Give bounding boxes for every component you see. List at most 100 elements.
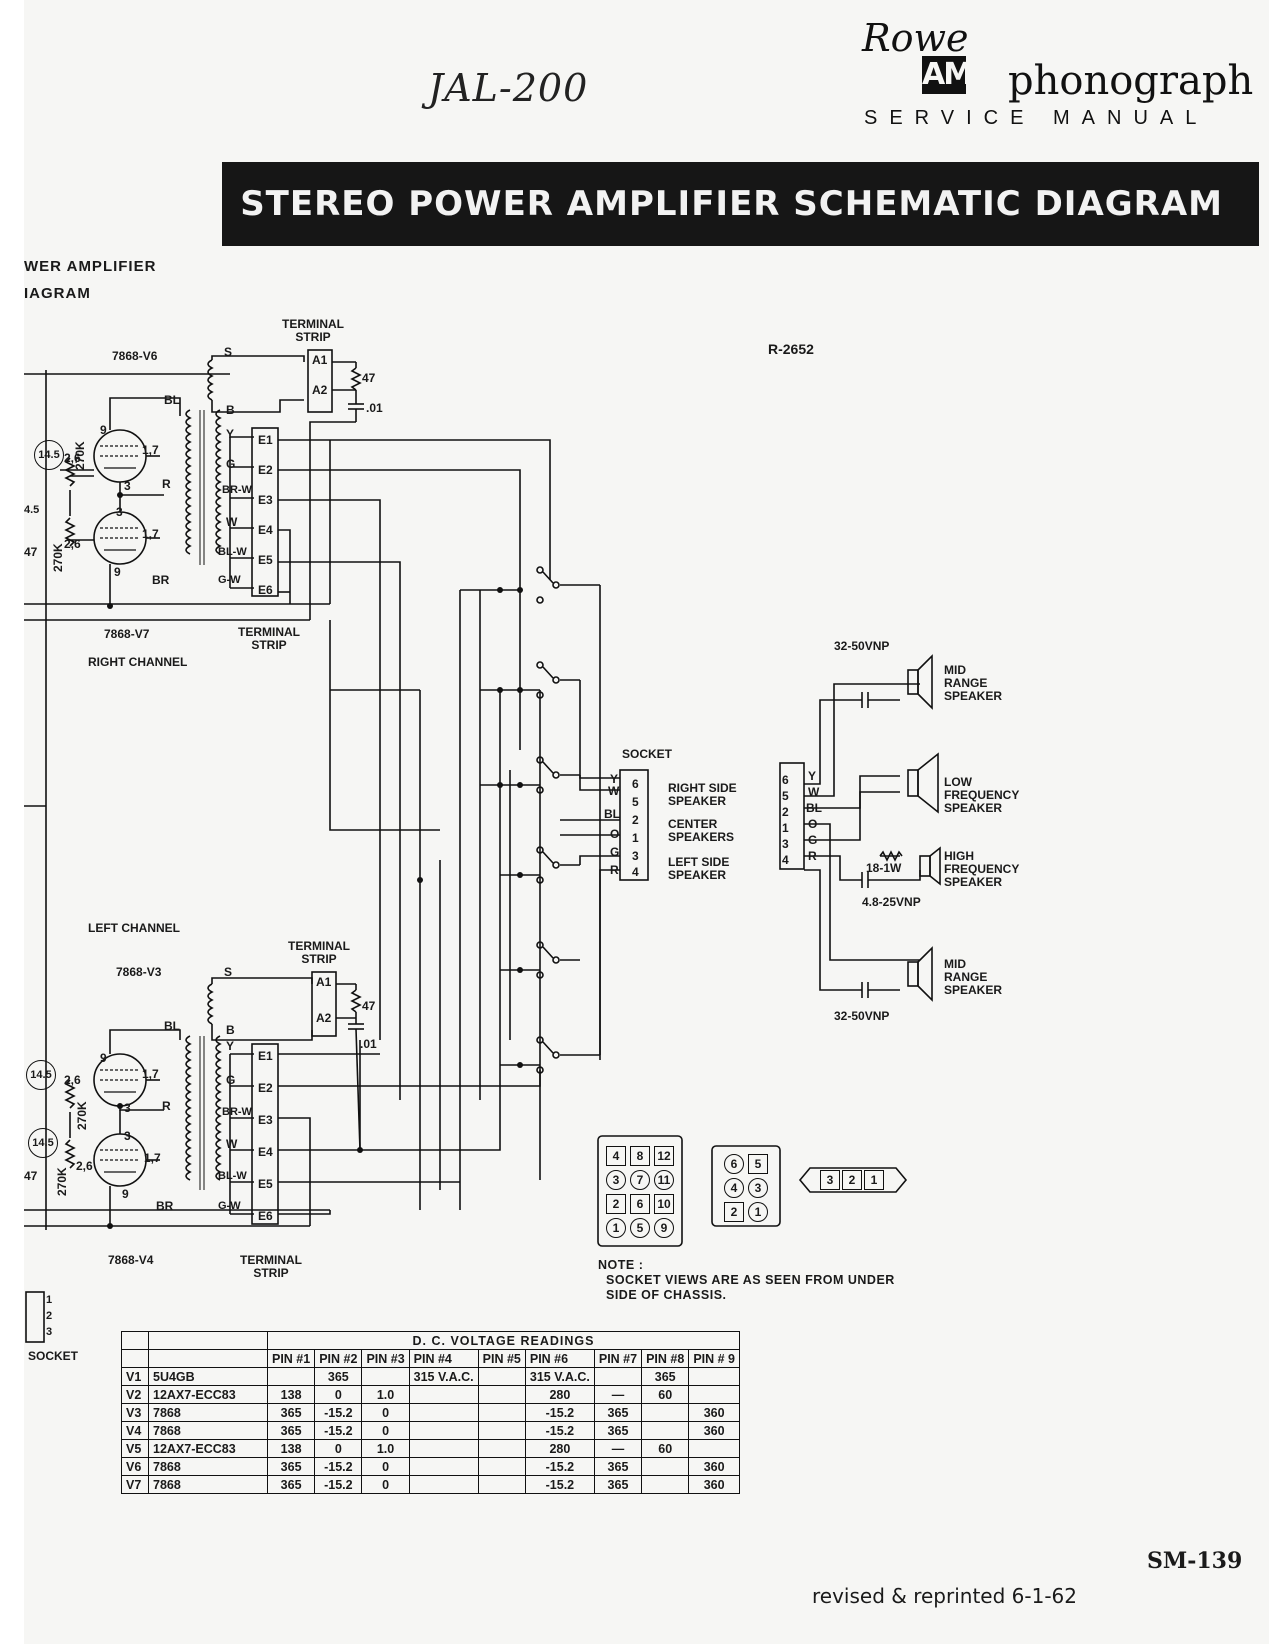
- voltage-cell: [641, 1457, 690, 1476]
- socket-pin-box: 8: [630, 1146, 650, 1166]
- table-header: PIN #7: [593, 1349, 643, 1368]
- left-channel-label: LEFT CHANNEL: [88, 921, 180, 935]
- socket-pin: 6: [632, 777, 639, 791]
- plug-pin: 5: [782, 789, 789, 803]
- lead-label: Y: [226, 427, 235, 441]
- tube-v7-label: 7868-V7: [104, 627, 150, 641]
- terminal-strip-word: STRIP: [295, 330, 331, 344]
- lead-label: G: [226, 1073, 236, 1087]
- socket-pin-box: 12: [654, 1146, 674, 1166]
- voltage-cell: [266, 1367, 316, 1386]
- voltage-marker-cut: 4.5: [24, 504, 40, 516]
- pin-label: 9: [100, 423, 107, 437]
- voltage-cell: [408, 1457, 479, 1476]
- lead-label: R: [162, 1099, 171, 1113]
- speaker-line: HIGH: [944, 849, 974, 863]
- voltage-cell: 365: [266, 1421, 316, 1440]
- voltage-cell: 1.0: [361, 1385, 410, 1404]
- socket-pin: 2: [632, 813, 639, 827]
- pins-label: 1,7: [142, 443, 159, 457]
- lead-label: G-W: [218, 1200, 241, 1212]
- socket-pin-box: 6: [724, 1154, 744, 1174]
- socket-pin-box: 1: [864, 1170, 884, 1190]
- voltage-cell: —: [593, 1385, 643, 1404]
- drawing-number: R-2652: [768, 341, 814, 357]
- socket-pin: 5: [632, 795, 639, 809]
- voltage-cell: [688, 1367, 740, 1386]
- table-title: D. C. VOLTAGE READINGS: [267, 1331, 740, 1350]
- terminal-e: E6: [258, 1209, 273, 1223]
- terminal-strip-word: TERMINAL: [238, 625, 300, 639]
- socket-pin-box: 6: [630, 1194, 650, 1214]
- voltage-cell: [408, 1439, 479, 1458]
- voltage-cell: 0: [314, 1439, 363, 1458]
- socket-pin-box: 3: [748, 1178, 768, 1198]
- small-socket-pin: 2: [46, 1310, 53, 1322]
- resistor-270k: 270K: [73, 441, 87, 470]
- voltage-cell: 360: [688, 1475, 740, 1494]
- socket-pin-box: 2: [842, 1170, 862, 1190]
- cap-label-high: 4.8-25VNP: [862, 895, 921, 909]
- pin-label: 9: [100, 1051, 107, 1065]
- pins-label: 2,6: [76, 1159, 93, 1173]
- plug-pin: 2: [782, 805, 789, 819]
- voltage-cell: -15.2: [314, 1421, 363, 1440]
- resistor-47-bottom: 47: [362, 999, 376, 1013]
- table-header: PIN # 9: [688, 1349, 740, 1368]
- scan-edge: [0, 0, 24, 1644]
- socket-pin-box: 7: [630, 1170, 650, 1190]
- pins-label: 2,6: [64, 451, 81, 465]
- pin-label: 9: [122, 1187, 129, 1201]
- voltage-cell: -15.2: [524, 1403, 595, 1422]
- speaker-line: MID: [944, 957, 966, 971]
- terminal-a2: A2: [316, 1011, 332, 1025]
- table-header: PIN #4: [408, 1349, 479, 1368]
- voltage-marker: 14.5: [26, 1060, 56, 1090]
- voltage-cell: 365: [641, 1367, 690, 1386]
- socket-pin-box: 1: [606, 1218, 626, 1238]
- speaker-line: SPEAKER: [944, 983, 1003, 997]
- speaker-line: MID: [944, 663, 966, 677]
- terminal-strip-word: STRIP: [301, 952, 337, 966]
- socket-pin-box: 3: [820, 1170, 840, 1190]
- right-channel-label: RIGHT CHANNEL: [88, 655, 188, 669]
- tube-type: 7868: [148, 1421, 268, 1440]
- voltage-cell: [688, 1439, 740, 1458]
- small-socket-pin: 3: [46, 1326, 53, 1338]
- resistor-270k: 270K: [51, 543, 65, 572]
- capacitor-01-top: .01: [366, 401, 383, 415]
- pin-label: 3: [116, 505, 123, 519]
- lead-label: S: [224, 965, 233, 979]
- fragment-value: 47: [24, 545, 38, 559]
- speaker-line: RANGE: [944, 676, 988, 690]
- voltage-cell: 365: [314, 1367, 363, 1386]
- tube-type: 7868: [148, 1457, 268, 1476]
- lead-label: B: [226, 1023, 235, 1037]
- socket-label: SOCKET: [622, 747, 673, 761]
- socket-pin-box: 11: [654, 1170, 674, 1190]
- lead-label: W: [226, 515, 238, 529]
- logo-script: Rowe: [862, 16, 969, 60]
- socket-pin-box: 4: [606, 1146, 626, 1166]
- voltage-cell: [408, 1475, 479, 1494]
- note-line: SIDE OF CHASSIS.: [606, 1288, 727, 1302]
- terminal-e: E5: [258, 1177, 273, 1191]
- table-header: PIN #8: [641, 1349, 690, 1368]
- high-frequency-speaker: HIGH FREQUENCY SPEAKER: [944, 850, 1019, 889]
- pins-label: 2,6: [64, 1073, 81, 1087]
- socket-group-line: SPEAKERS: [668, 830, 735, 844]
- cut-off-title-line1: WER AMPLIFIER: [24, 258, 157, 275]
- socket-pin-box: 10: [654, 1194, 674, 1214]
- voltage-cell: 0: [361, 1475, 410, 1494]
- resistor-270k: 270K: [55, 1167, 69, 1196]
- socket-pin-box: 3: [606, 1170, 626, 1190]
- voltage-cell: [477, 1403, 526, 1422]
- table-header: PIN #5: [477, 1349, 526, 1368]
- voltage-cell: 365: [593, 1475, 643, 1494]
- plug-wire: R: [808, 849, 817, 863]
- plug-wire: W: [808, 785, 820, 799]
- voltage-marker: 14.5: [34, 440, 64, 470]
